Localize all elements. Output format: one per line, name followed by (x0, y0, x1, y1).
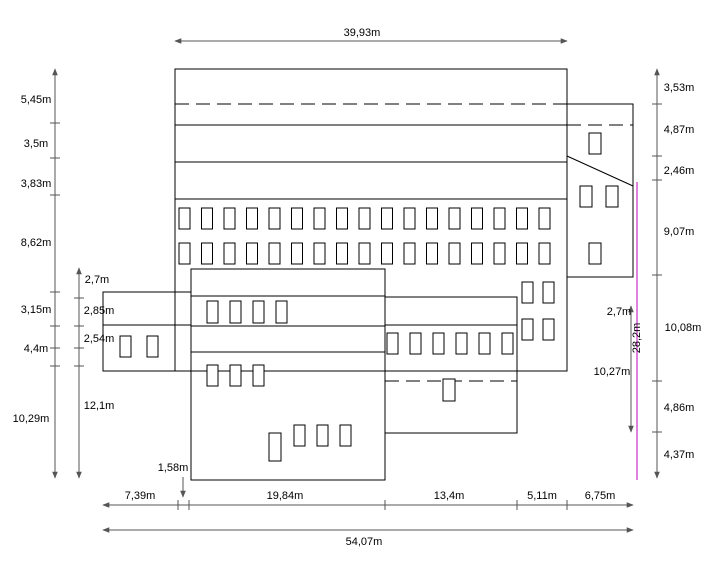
window (493, 242, 506, 265)
bottom-segment-label: 7,39m (125, 490, 156, 502)
window (246, 242, 258, 265)
left-dim-label: 8,62m (21, 237, 52, 249)
window (336, 242, 348, 265)
window (516, 242, 528, 265)
dimension-ticks (50, 103, 662, 510)
bottom-segment-label: 13,4m (434, 490, 465, 502)
window (336, 207, 348, 230)
window (403, 207, 416, 230)
window (268, 207, 281, 230)
middle-block (384, 281, 555, 434)
left-dim-label: 5,45m (21, 94, 52, 106)
window (493, 207, 506, 230)
window (426, 207, 438, 230)
right-dim-label: 3,53m (664, 82, 695, 94)
window (268, 242, 281, 265)
window (538, 242, 551, 265)
dimension-lines (52, 38, 660, 533)
window (246, 207, 258, 230)
left-inner-label: 2,7m (85, 274, 109, 286)
window (381, 242, 393, 265)
bottom-segment-label: 19,84m (267, 490, 304, 502)
window (313, 242, 326, 265)
window (358, 207, 371, 230)
window (403, 242, 416, 265)
window (291, 207, 303, 230)
window (426, 242, 438, 265)
left-dim-label: 3,83m (21, 178, 52, 190)
window (178, 207, 191, 230)
window (178, 242, 191, 265)
left-dim-label: 10,29m (13, 413, 50, 425)
bottom-segment-label: 5,11m (527, 490, 557, 502)
top-width-label: 39,93m (344, 27, 381, 39)
window (471, 242, 483, 265)
window (448, 242, 461, 265)
offset-label: 1,58m (158, 462, 189, 474)
left-inner-label: 2,85m (84, 305, 115, 317)
window (381, 207, 393, 230)
window (471, 207, 483, 230)
window (223, 207, 236, 230)
window (201, 207, 213, 230)
window (223, 242, 236, 265)
left-inner-label: 12,1m (84, 400, 115, 412)
right-dim-label: 4,86m (664, 402, 695, 414)
right-dim-label: 4,37m (664, 449, 695, 461)
window (538, 207, 551, 230)
left-wing (102, 291, 192, 372)
right-annex (566, 103, 638, 480)
window-row-upper (178, 207, 551, 230)
right-dim-label: 2,46m (664, 165, 695, 177)
right-dim-label: 10,08m (665, 322, 702, 334)
right-inner-label: 10,27m (594, 366, 631, 378)
left-inner-label: 2,54m (84, 333, 115, 345)
left-dim-label: 3,15m (21, 304, 52, 316)
window-row-lower (178, 242, 551, 265)
window (291, 242, 303, 265)
window (313, 207, 326, 230)
front-block (190, 268, 386, 481)
window (201, 242, 213, 265)
window (516, 207, 528, 230)
window (358, 242, 371, 265)
left-dim-label: 4,4m (24, 343, 48, 355)
right-dim-label: 9,07m (664, 226, 695, 238)
right-inner-label: 2,7m (607, 306, 631, 318)
left-dim-label: 3,5m (24, 138, 48, 150)
right-dim-label: 4,87m (664, 124, 695, 136)
right-inner-label-vertical: 28,2m (631, 323, 643, 354)
bottom-total-label: 54,07m (346, 536, 383, 548)
bottom-segment-label: 6,75m (585, 490, 616, 502)
window (448, 207, 461, 230)
